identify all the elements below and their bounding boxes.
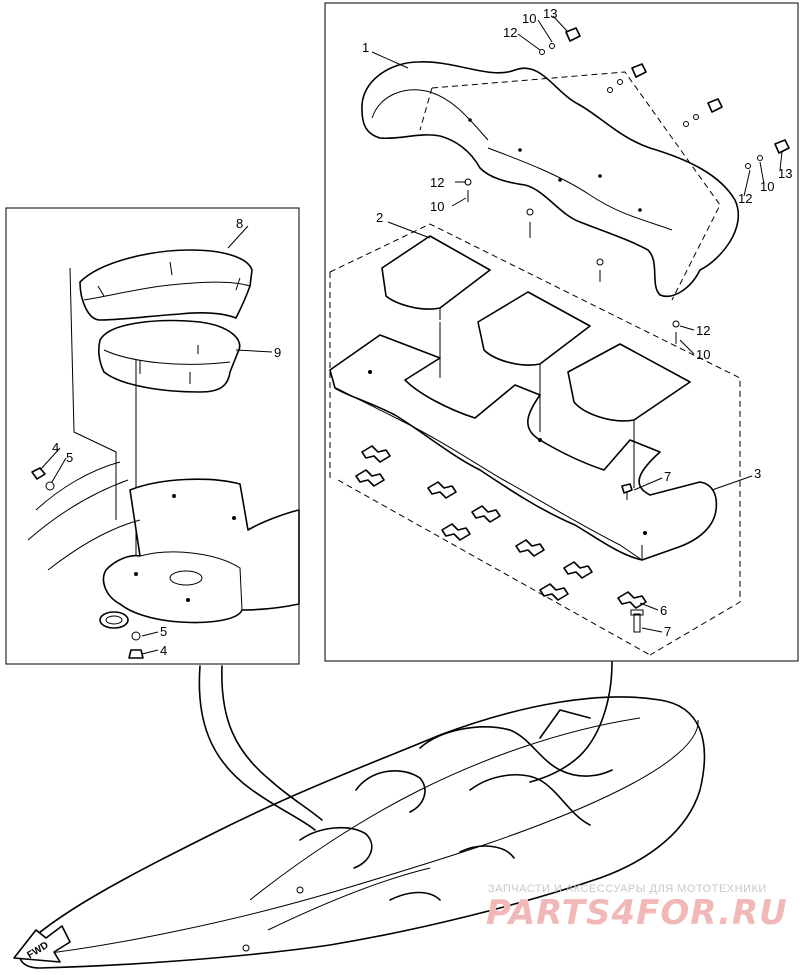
callout-7-upper: 7 (664, 469, 671, 484)
left-detail-frame (5, 207, 300, 665)
callout-12-right: 12 (738, 191, 752, 206)
callout-3: 3 (754, 466, 761, 481)
callout-5-lower: 5 (160, 624, 167, 639)
backrest-fasteners (464, 27, 790, 344)
front-seat-base-part (98, 319, 241, 393)
callout-12-left: 12 (430, 175, 444, 190)
callout-10-left: 10 (430, 199, 444, 214)
callout-10-right-lower: 10 (696, 347, 710, 362)
callout-12-top: 12 (503, 25, 517, 40)
boat-hull (18, 696, 706, 969)
callout-1: 1 (362, 40, 369, 55)
callout-4-lower: 4 (160, 643, 167, 658)
left-hardware (31, 467, 144, 659)
fwd-arrow-icon: FWD (13, 925, 71, 963)
callout-8: 8 (236, 216, 243, 231)
callout-6: 6 (660, 603, 667, 618)
callout-5-upper: 5 (66, 450, 73, 465)
callout-2: 2 (376, 210, 383, 225)
left-detail-leader (198, 665, 316, 831)
front-seat-pedestal (27, 461, 300, 624)
front-seat-cover-part (79, 249, 253, 321)
seat-brackets (355, 445, 647, 609)
seat-cushions-part (381, 235, 691, 432)
left-detail-leader-inner (221, 665, 323, 821)
callout-9: 9 (274, 345, 281, 360)
watermark-caption: ЗАПЧАСТИ И АКСЕССУАРЫ ДЛЯ МОТОТЕХНИКИ (488, 883, 767, 895)
seat-bolts (621, 483, 644, 633)
right-detail-frame (324, 2, 799, 662)
callout-7-lower: 7 (664, 624, 671, 639)
backrest-cushion-part (361, 61, 740, 301)
callout-4-upper: 4 (52, 440, 59, 455)
right-detail-leader (529, 661, 613, 783)
callout-10-right: 10 (760, 179, 774, 194)
seat-base-part (329, 322, 718, 561)
callout-13-right: 13 (778, 166, 792, 181)
callout-13-top: 13 (543, 6, 557, 21)
callout-12-right-lower: 12 (696, 323, 710, 338)
callout-10-top: 10 (522, 11, 536, 26)
watermark-site: PARTS4FOR.RU (486, 893, 788, 933)
